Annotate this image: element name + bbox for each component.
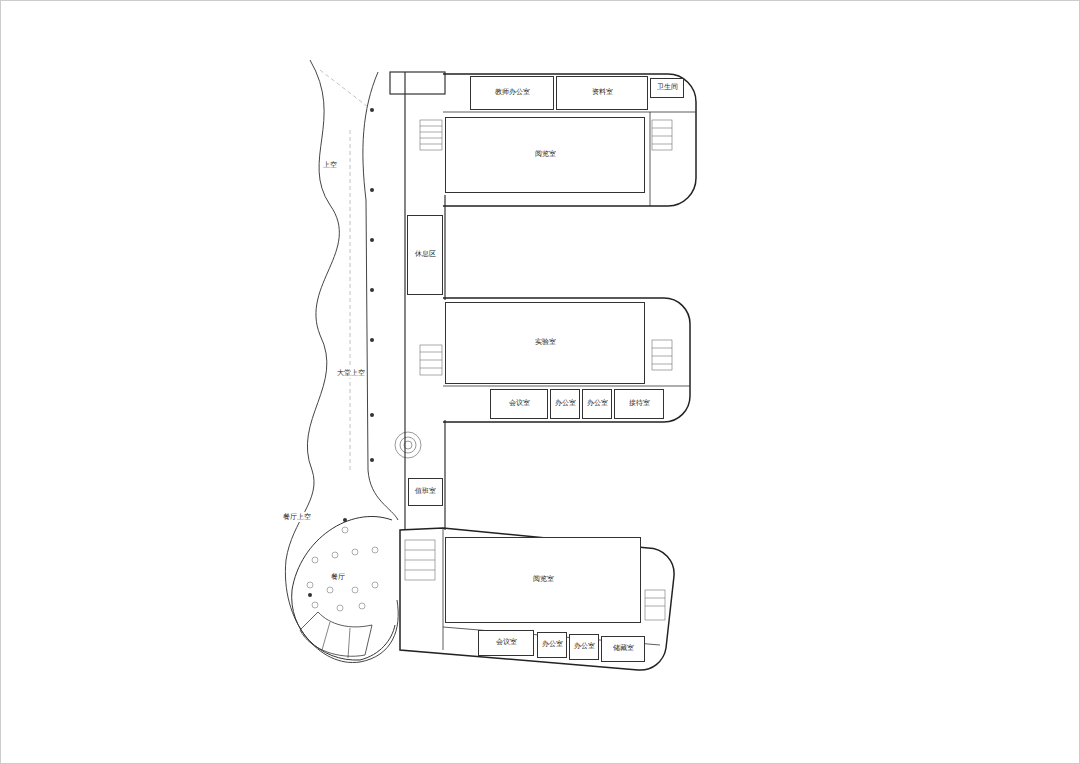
room-box: 会议室 [490, 389, 548, 419]
room-box: 办公室 [582, 389, 612, 419]
room-label: 休息区 [414, 251, 437, 259]
room-label: 办公室 [586, 400, 609, 408]
room-box: 实验室 [445, 302, 645, 384]
room-box: 值班室 [408, 478, 443, 506]
room-box: 办公室 [569, 634, 599, 660]
room-label: 阅览室 [532, 576, 555, 584]
room-label: 会议室 [495, 639, 518, 647]
room-box: 卫生间 [650, 78, 684, 98]
room-label: 资料室 [591, 89, 614, 97]
room-box: 办公室 [550, 389, 580, 419]
room-box: 资料室 [556, 76, 648, 110]
room-label: 教师办公室 [494, 89, 531, 97]
room-label: 办公室 [541, 641, 564, 649]
room-label: 实验室 [534, 339, 557, 347]
room-box: 阅览室 [445, 537, 641, 623]
space-label: 餐厅 [330, 572, 346, 582]
room-box: 储藏室 [601, 636, 645, 662]
room-label: 办公室 [554, 400, 577, 408]
room-box: 教师办公室 [470, 76, 554, 110]
room-box: 阅览室 [445, 117, 645, 193]
room-box: 办公室 [537, 632, 567, 658]
room-box: 会议室 [478, 630, 534, 656]
room-box: 休息区 [407, 215, 443, 295]
room-label: 会议室 [508, 400, 531, 408]
space-label: 大堂上空 [336, 368, 366, 378]
room-label: 储藏室 [612, 645, 635, 653]
space-label: 上空 [322, 160, 338, 170]
room-label: 阅览室 [534, 151, 557, 159]
room-label: 办公室 [573, 643, 596, 651]
space-label: 餐厅上空 [282, 512, 312, 522]
room-label: 值班室 [414, 488, 437, 496]
room-label: 接待室 [628, 400, 651, 408]
room-label: 卫生间 [656, 84, 679, 92]
room-box: 接待室 [614, 389, 664, 419]
